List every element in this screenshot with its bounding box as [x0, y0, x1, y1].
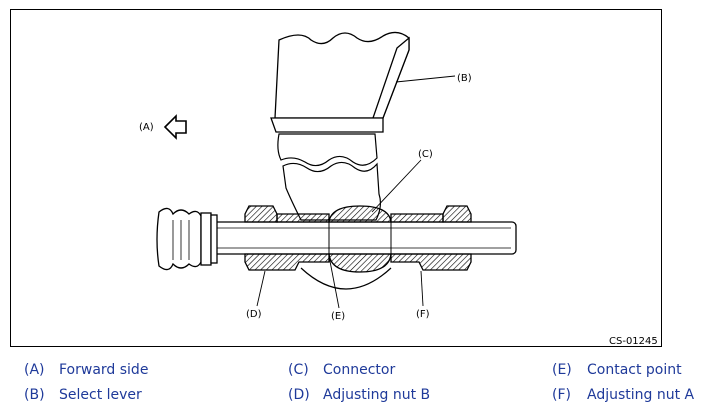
callout-b: (B) — [457, 73, 472, 84]
legend-key: (F) — [552, 387, 571, 403]
callout-d: (D) — [246, 309, 262, 320]
select-lever — [270, 31, 410, 221]
figure-code: CS-01245 — [609, 336, 658, 347]
legend-text: Contact point — [587, 362, 682, 378]
legend-text: Adjusting nut A — [587, 387, 695, 403]
callout-a: (A) — [139, 122, 154, 133]
legend-text: Forward side — [59, 362, 149, 378]
select-lever-diagram: (A) (B) (C) (D) (E) (F) CS-01245 — [139, 31, 658, 347]
control-rod — [205, 221, 517, 255]
legend-key: (C) — [288, 362, 309, 378]
forward-arrow-icon — [163, 114, 187, 140]
callout-e: (E) — [331, 311, 345, 322]
adjusting-nut-a — [390, 205, 472, 271]
legend-key: (B) — [24, 387, 45, 403]
rubber-boot — [156, 207, 218, 271]
legend-text: Adjusting nut B — [323, 387, 431, 403]
legend-key: (E) — [552, 362, 572, 378]
callout-f: (F) — [416, 309, 430, 320]
diagram-frame: (A) (B) (C) (D) (E) (F) CS-01245 — [10, 9, 662, 347]
legend: (A) Forward side (B) Select lever (C) Co… — [0, 360, 704, 413]
connector — [328, 205, 392, 273]
legend-key: (A) — [24, 362, 45, 378]
legend-text: Select lever — [59, 387, 142, 403]
legend-text: Connector — [323, 362, 396, 378]
callout-c: (C) — [418, 149, 433, 160]
legend-key: (D) — [288, 387, 310, 403]
